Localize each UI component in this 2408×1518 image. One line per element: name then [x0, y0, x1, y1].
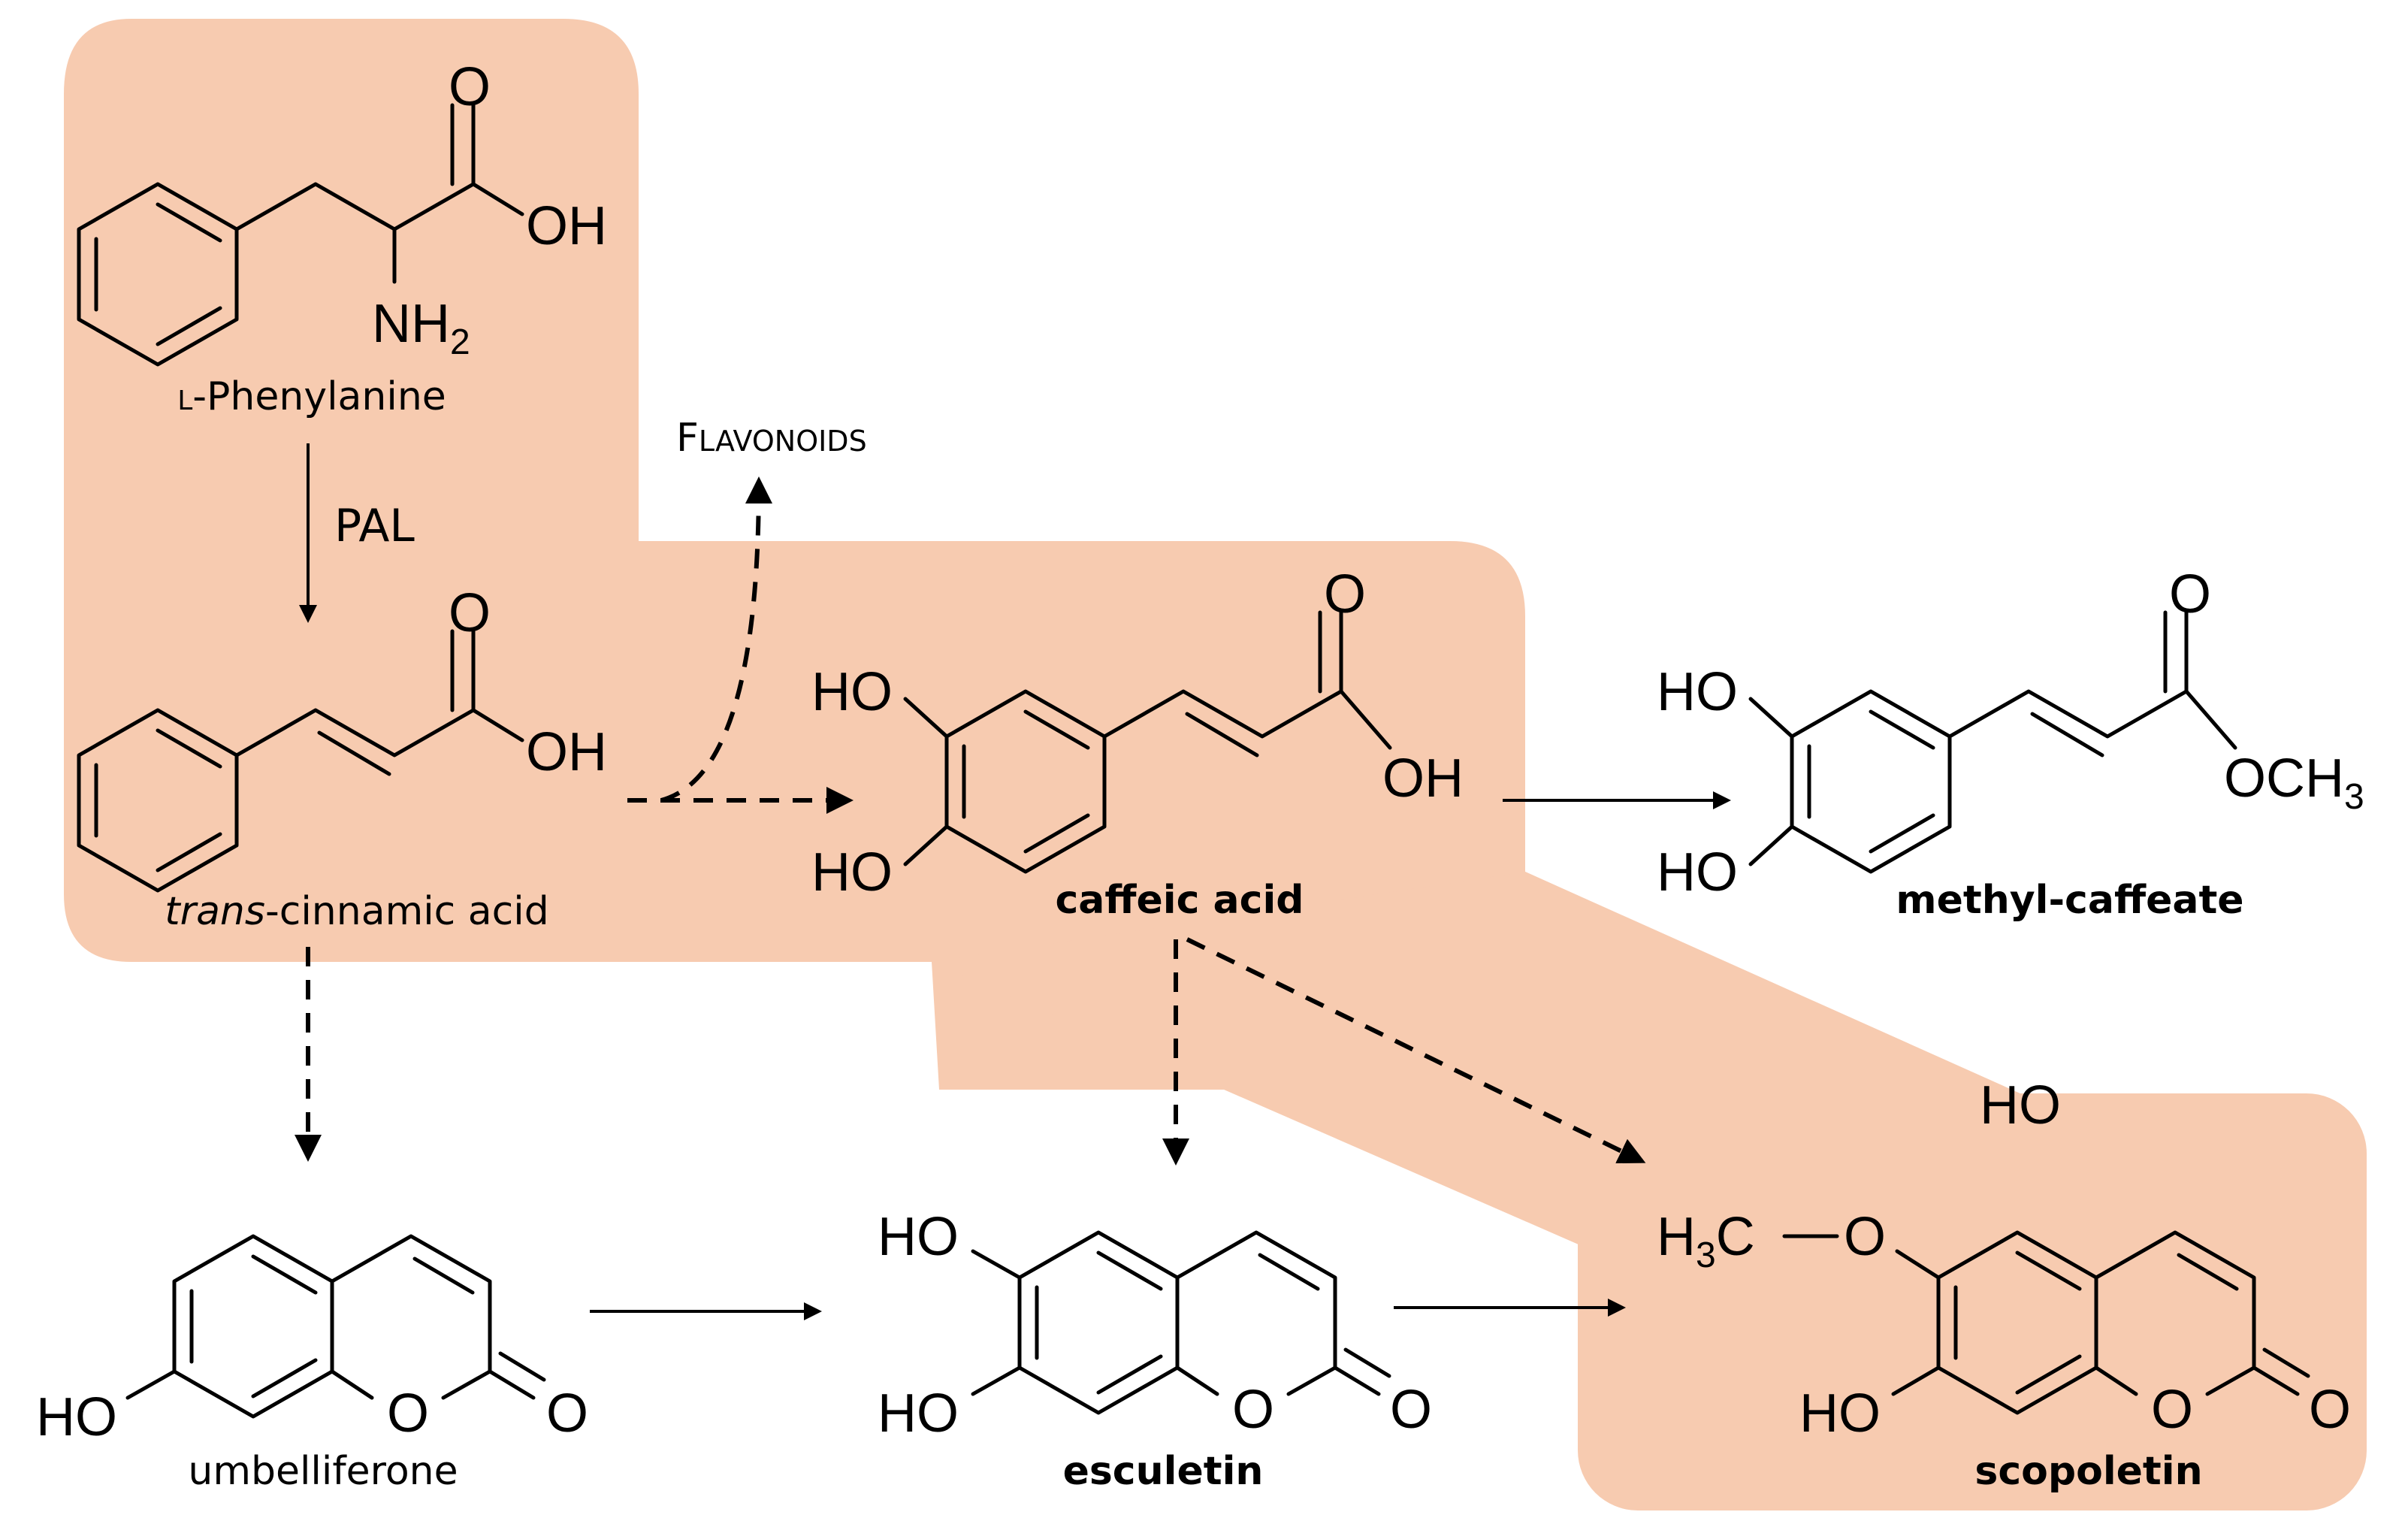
phenylalanine-label: L-Phenylanine	[177, 374, 446, 419]
cinnamic-ring-double-bonds	[94, 728, 222, 872]
scopoletin-o-ring: O	[2151, 1380, 2193, 1440]
umbelliferone-benzene-ring	[172, 1234, 334, 1419]
methylcaffeate-c-och3	[2184, 689, 2237, 750]
cinnamic-o: O	[449, 583, 491, 643]
scopoletin-o-methoxy: O	[1844, 1207, 1886, 1267]
highlight-upper-band	[64, 19, 2006, 1090]
caffeic-ring-double-bonds	[962, 709, 1090, 854]
scopoletin-pyrone-ring	[2094, 1230, 2256, 1396]
cinnamic-oh: OH	[526, 722, 607, 782]
caffeic-structure: HO HO O OH caffeic acid	[811, 564, 1464, 923]
methylcaffeate-chain	[1947, 610, 2189, 739]
esculetin-structure: HO HO O O esculetin	[878, 1207, 1432, 1494]
scopoletin-structure: HO H3C O HO O O scopoletin	[1657, 1075, 2351, 1494]
esculetin-benzene-ring	[1017, 1230, 1180, 1415]
methylcaffeate-label: methyl-caffeate	[1896, 878, 2243, 923]
methylcaffeate-benzene-ring	[1790, 689, 1952, 874]
umbelliferone-keto-bond-1	[488, 1369, 536, 1400]
esculetin-ho-top: HO	[878, 1207, 959, 1267]
scopoletin-keto-bond-2	[2262, 1347, 2310, 1378]
scopoletin-c7-oh	[1891, 1365, 1941, 1396]
esculetin-c6-oh	[971, 1249, 1022, 1280]
highlight-scopoletin-box	[1578, 1093, 2367, 1510]
scopoletin-label: scopoletin	[1974, 1449, 2202, 1494]
esculetin-label: esculetin	[1063, 1449, 1264, 1494]
methylcaffeate-structure: HO HO O OCH3 methyl-caffeate	[1657, 564, 2364, 923]
phenylalanine-nh2: NH2	[372, 294, 470, 362]
methylcaffeate-och3: OCH3	[2224, 748, 2364, 817]
esculetin-c7-oh	[971, 1365, 1022, 1396]
highlight-region	[64, 19, 2367, 1510]
caffeic-c3-oh	[903, 697, 949, 739]
methylcaffeate-alkene-double	[2030, 712, 2104, 757]
umbelliferone-ho: HO	[36, 1387, 117, 1447]
umbelliferone-label: umbelliferone	[188, 1449, 458, 1494]
esculetin-ring-o-bond	[1175, 1365, 1219, 1396]
scopoletin-h3c: H3C	[1657, 1207, 1755, 1275]
caffeic-ho-bottom: HO	[811, 842, 893, 903]
flavonoids-branch-arrow	[660, 476, 772, 803]
umbelliferone-structure: HO O O umbelliferone	[36, 1234, 588, 1494]
umbelliferone-pyrone-double	[412, 1256, 475, 1295]
esculetin-ho-bottom: HO	[878, 1383, 959, 1444]
umbelliferone-ring-o-bond	[330, 1369, 374, 1400]
methylcaffeate-ho-bottom: HO	[1657, 842, 1738, 903]
esculetin-keto-bond-2	[1343, 1347, 1391, 1378]
caffeic-chain	[1102, 610, 1343, 739]
esculetin-keto-bond-1	[1333, 1365, 1381, 1396]
phenylalanine-c-oh	[471, 182, 524, 216]
cinnamic-c-oh	[471, 708, 524, 742]
methylcaffeate-o: O	[2169, 564, 2211, 624]
scopoletin-ho: HO	[1799, 1383, 1881, 1444]
scopoletin-ho-top: HO	[1980, 1075, 2061, 1135]
umbelliferone-o-keto: O	[546, 1383, 588, 1444]
phenylalanine-structure: O OH NH2 L-Phenylanine	[77, 57, 607, 419]
esculetin-benzene-double-bonds	[1035, 1250, 1163, 1395]
scopoletin-o-keto: O	[2309, 1380, 2351, 1440]
caffeic-o: O	[1324, 564, 1366, 624]
caffeic-c4-oh	[903, 824, 949, 866]
caffeic-alkene-double	[1185, 712, 1259, 757]
phenylalanine-ring-double-bonds	[94, 202, 222, 346]
methylcaffeate-c4-oh	[1748, 824, 1794, 866]
scopoletin-keto-bond-1	[2252, 1365, 2300, 1396]
scopoletin-pyrone-double	[2177, 1253, 2239, 1291]
phenylalanine-oh: OH	[526, 196, 607, 256]
cinnamic-alkene-double	[317, 730, 391, 776]
cinnamic-chain	[234, 629, 476, 757]
scopoletin-ring-o-bond	[2094, 1365, 2138, 1396]
umbelliferone-keto-bond-2	[498, 1351, 546, 1382]
umbelliferone-pyrone-ring	[330, 1234, 492, 1400]
umbelliferone-c7-oh	[125, 1369, 177, 1400]
cinnamic-label: trans-cinnamic acid	[165, 889, 548, 934]
esculetin-o-ring: O	[1232, 1380, 1274, 1440]
cinnamic-structure: O OH trans-cinnamic acid	[77, 583, 607, 934]
phenylalanine-o: O	[449, 57, 491, 117]
caffeic-to-scopoletin-arrow	[1186, 937, 1646, 1164]
esculetin-pyrone-ring	[1175, 1230, 1337, 1396]
scopoletin-c6-o	[1895, 1249, 1941, 1280]
caffeic-ho-top: HO	[811, 662, 893, 722]
pal-enzyme-label: PAL	[334, 500, 415, 552]
methylcaffeate-ho-top: HO	[1657, 662, 1738, 722]
flavonoids-label: FLAVONOIDS	[676, 416, 867, 461]
scopoletin-benzene-double-bonds	[1953, 1250, 2082, 1395]
esculetin-o-keto: O	[1390, 1380, 1432, 1440]
methylcaffeate-ring-double-bonds	[1807, 709, 1935, 854]
caffeic-label: caffeic acid	[1055, 878, 1304, 923]
methylcaffeate-c3-oh	[1748, 697, 1794, 739]
umbelliferone-benzene-double-bonds	[189, 1254, 318, 1399]
umbelliferone-o-ring: O	[387, 1383, 429, 1444]
esculetin-pyrone-double	[1258, 1253, 1320, 1291]
caffeic-oh: OH	[1382, 748, 1464, 809]
caffeic-c-oh	[1339, 689, 1392, 750]
